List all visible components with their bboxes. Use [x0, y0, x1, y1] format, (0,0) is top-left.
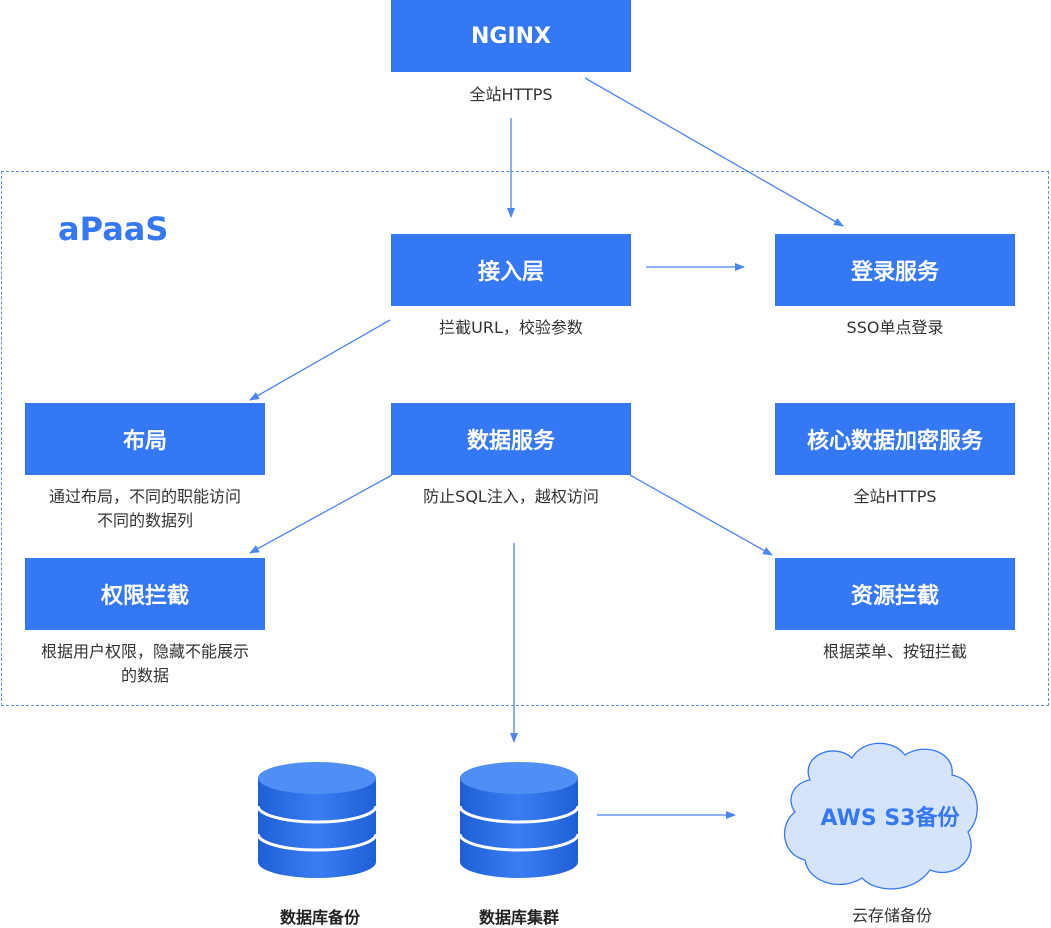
- permission-box: 权限拦截: [25, 558, 265, 630]
- database-cluster-label: 数据库集群: [478, 908, 559, 927]
- database-backup-icon: [256, 762, 378, 878]
- cloud-caption: 云存储备份: [851, 906, 932, 925]
- resource-caption: 根据菜单、按钮拦截: [822, 642, 967, 661]
- layout-label: 布局: [122, 429, 167, 454]
- cloud-icon: [783, 742, 978, 890]
- permission-caption-line2: 的数据: [120, 666, 169, 685]
- nginx-caption: 全站HTTPS: [469, 85, 553, 104]
- arrow-access-to-layout: [249, 319, 391, 401]
- encryption-service-box: 核心数据加密服务: [775, 403, 1015, 475]
- permission-caption-line1: 根据用户权限，隐藏不能展示: [40, 642, 249, 661]
- permission-caption: 根据用户权限，隐藏不能展示 的数据: [15, 640, 275, 688]
- data-service-label: 数据服务: [466, 429, 555, 454]
- data-service-caption: 防止SQL注入，越权访问: [423, 487, 599, 506]
- login-service-box: 登录服务: [775, 234, 1015, 306]
- permission-label: 权限拦截: [100, 584, 189, 609]
- database-cluster-icon: [458, 762, 580, 878]
- layout-box: 布局: [25, 403, 265, 475]
- nginx-box: NGINX: [391, 0, 631, 72]
- data-service-box: 数据服务: [391, 403, 631, 475]
- apaas-title: aPaaS: [58, 210, 169, 248]
- arrow-data-to-resource: [629, 474, 773, 556]
- arrow-nginx-to-login: [584, 77, 844, 227]
- database-backup-label: 数据库备份: [279, 908, 360, 927]
- access-layer-label: 接入层: [477, 260, 544, 285]
- resource-box: 资源拦截: [775, 558, 1015, 630]
- access-layer-caption: 拦截URL，校验参数: [439, 318, 583, 337]
- access-layer-box: 接入层: [391, 234, 631, 306]
- login-service-caption: SSO单点登录: [846, 318, 944, 337]
- resource-label: 资源拦截: [850, 584, 939, 609]
- layout-caption-line1: 通过布局，不同的职能访问: [48, 487, 241, 506]
- encryption-service-caption: 全站HTTPS: [853, 487, 937, 506]
- cloud-label: AWS S3备份: [820, 806, 960, 831]
- nginx-label: NGINX: [470, 23, 552, 49]
- login-service-label: 登录服务: [850, 260, 939, 285]
- apaas-region: [1, 171, 1049, 706]
- layout-caption: 通过布局，不同的职能访问 不同的数据列: [15, 485, 275, 533]
- encryption-service-label: 核心数据加密服务: [806, 429, 983, 454]
- arrow-data-to-perm: [249, 474, 393, 554]
- layout-caption-line2: 不同的数据列: [96, 511, 193, 530]
